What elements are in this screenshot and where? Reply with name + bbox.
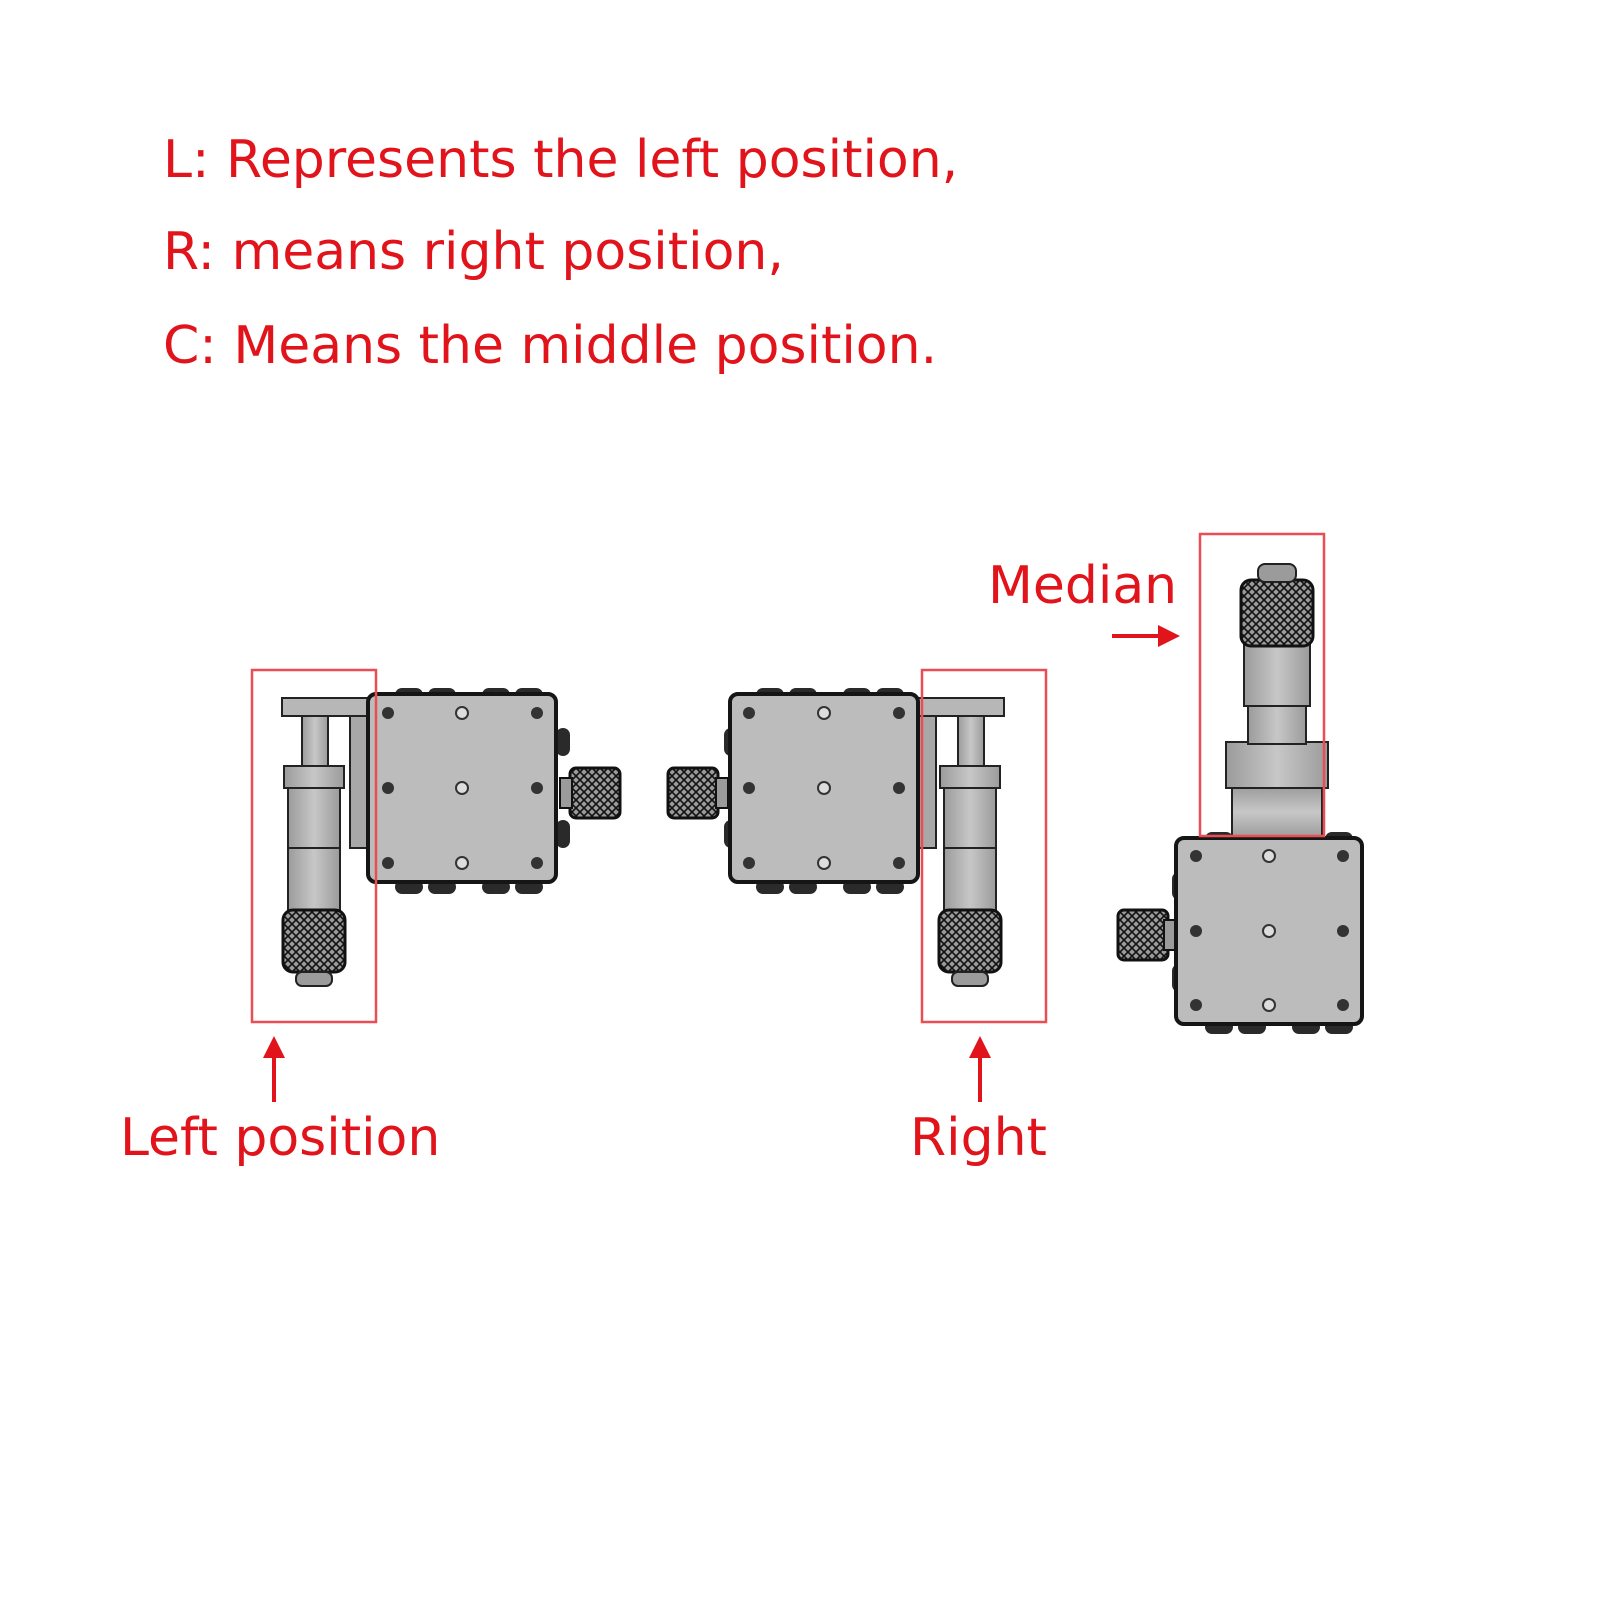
stage-left-micrometer bbox=[281, 715, 347, 987]
stage-median bbox=[1116, 563, 1364, 1034]
right-highlight-box bbox=[920, 668, 1048, 1024]
stage-right-side-knob bbox=[666, 766, 720, 820]
stage-median-side-knob bbox=[1116, 908, 1170, 962]
stage-median-micrometer bbox=[1225, 563, 1329, 839]
stage-right-holes bbox=[743, 706, 905, 870]
stage-right-bracket bbox=[913, 697, 1005, 717]
stage-left-holes bbox=[382, 706, 543, 870]
median-highlight-box bbox=[1198, 532, 1326, 838]
callout-right-label: Right bbox=[910, 1108, 1047, 1168]
legend-line-c: C: Means the middle position. bbox=[163, 316, 938, 376]
stage-left-side-knob bbox=[568, 766, 622, 820]
stage-median-holes bbox=[1190, 849, 1349, 1012]
legend-line-l: L: Represents the left position, bbox=[163, 130, 959, 190]
callout-left-label: Left position bbox=[120, 1108, 441, 1168]
stage-right bbox=[666, 688, 1005, 987]
callout-median-label: Median bbox=[988, 556, 1178, 616]
stage-right-micrometer bbox=[937, 715, 1003, 987]
left-arrow bbox=[263, 1036, 285, 1102]
left-highlight-box bbox=[250, 668, 378, 1024]
stage-left-rollers-side bbox=[556, 728, 570, 848]
legend-line-r: R: means right position, bbox=[163, 222, 784, 282]
right-arrow bbox=[969, 1036, 991, 1102]
stage-left bbox=[281, 688, 622, 987]
stage-left-bracket bbox=[281, 697, 373, 717]
median-arrow bbox=[1112, 625, 1180, 647]
